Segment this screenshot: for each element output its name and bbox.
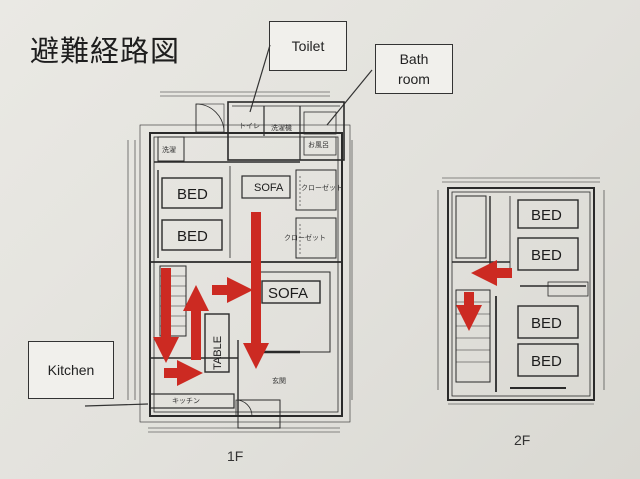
bathroom-callout-line1: Bath xyxy=(399,50,429,67)
page-title: 避難経路図 xyxy=(30,34,181,68)
f1-bed-1-label: BED xyxy=(177,186,208,203)
f1-kitchen-jp-label: キッチン xyxy=(172,397,200,405)
floor1-plan xyxy=(127,91,353,433)
f1-closet-2-label: クローゼット xyxy=(284,233,326,242)
f1-sofa-2-label: SOFA xyxy=(268,285,308,302)
f1-toilet-jp-label: トイレ xyxy=(239,122,260,130)
f1-closet-1-label: クローゼット xyxy=(301,183,343,192)
bathroom-callout: Bath room xyxy=(375,44,453,94)
f1-sofa-1-label: SOFA xyxy=(254,182,284,194)
f1-table-label: TABLE xyxy=(212,336,224,370)
f2-bed-3-label: BED xyxy=(531,315,562,332)
f1-washroom-jp-label: 洗濯機 xyxy=(271,123,292,132)
toilet-leader-line xyxy=(249,44,271,113)
kitchen-callout-label: Kitchen xyxy=(47,361,95,378)
floor2-plan xyxy=(437,177,605,405)
f2-bed-2-label: BED xyxy=(531,247,562,264)
bath-leader-line xyxy=(326,69,373,126)
f2-bed-1-label: BED xyxy=(531,207,562,224)
toilet-callout-label: Toilet xyxy=(291,37,325,54)
floor1-label: 1F xyxy=(227,448,244,464)
f1-laundry-jp-label: 洗濯 xyxy=(162,145,176,154)
kitchen-callout: Kitchen xyxy=(28,341,114,399)
f1-bed-2-label: BED xyxy=(177,228,208,245)
f1-entrance-jp-label: 玄関 xyxy=(272,376,286,385)
floor2-label: 2F xyxy=(514,432,531,448)
f1-bath-jp-label: お風呂 xyxy=(308,141,329,149)
kitchen-leader-line xyxy=(84,403,149,407)
toilet-callout: Toilet xyxy=(269,21,347,71)
bathroom-callout-line2: room xyxy=(398,71,430,87)
f2-bed-4-label: BED xyxy=(531,353,562,370)
